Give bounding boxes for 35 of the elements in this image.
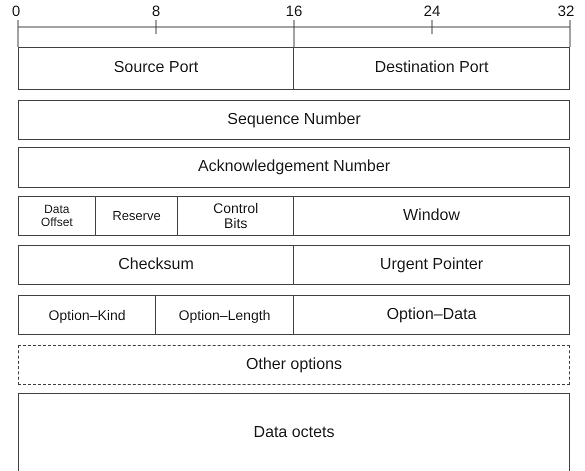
field-name: Option–Data	[386, 306, 476, 324]
header-field-box	[18, 245, 294, 285]
field-name: Window	[403, 208, 460, 224]
dashed-field-box	[18, 345, 570, 385]
field-name: Urgent Pointer	[380, 256, 484, 274]
field-name: Data Offset	[40, 203, 74, 229]
field-name: Acknowledgement Number	[198, 159, 390, 176]
header-field-box	[177, 196, 294, 236]
field-name: Option–Length	[178, 308, 270, 322]
field-name: Destination Port	[374, 60, 488, 77]
bit-number: 24	[424, 3, 440, 20]
header-field-box	[155, 295, 294, 335]
field-name: Other options	[246, 356, 342, 374]
field-name: Data octets	[254, 424, 334, 442]
header-field-box	[293, 295, 570, 335]
header-field-box	[94, 196, 178, 236]
header-field-box	[18, 295, 156, 335]
bit-number: 16	[286, 3, 302, 20]
field-name: Sequence Number	[227, 112, 361, 128]
header-field-box	[18, 196, 96, 236]
header-field-box	[293, 245, 570, 285]
field-name: Checksum	[118, 256, 194, 274]
header-field-box	[18, 100, 570, 140]
bit-number: 8	[152, 3, 160, 20]
bit-number: 0	[12, 3, 20, 20]
field-name: Source Port	[114, 60, 198, 77]
bit-number: 32	[558, 3, 574, 20]
header-field-box	[18, 147, 570, 188]
header-field-box	[293, 196, 570, 236]
field-name: Control Bits	[212, 201, 260, 231]
header-field-box	[18, 47, 294, 90]
header-field-box	[293, 47, 570, 90]
field-name: Option–Kind	[48, 308, 126, 322]
field-name: Reserve	[112, 209, 161, 223]
header-field-box	[18, 393, 570, 471]
